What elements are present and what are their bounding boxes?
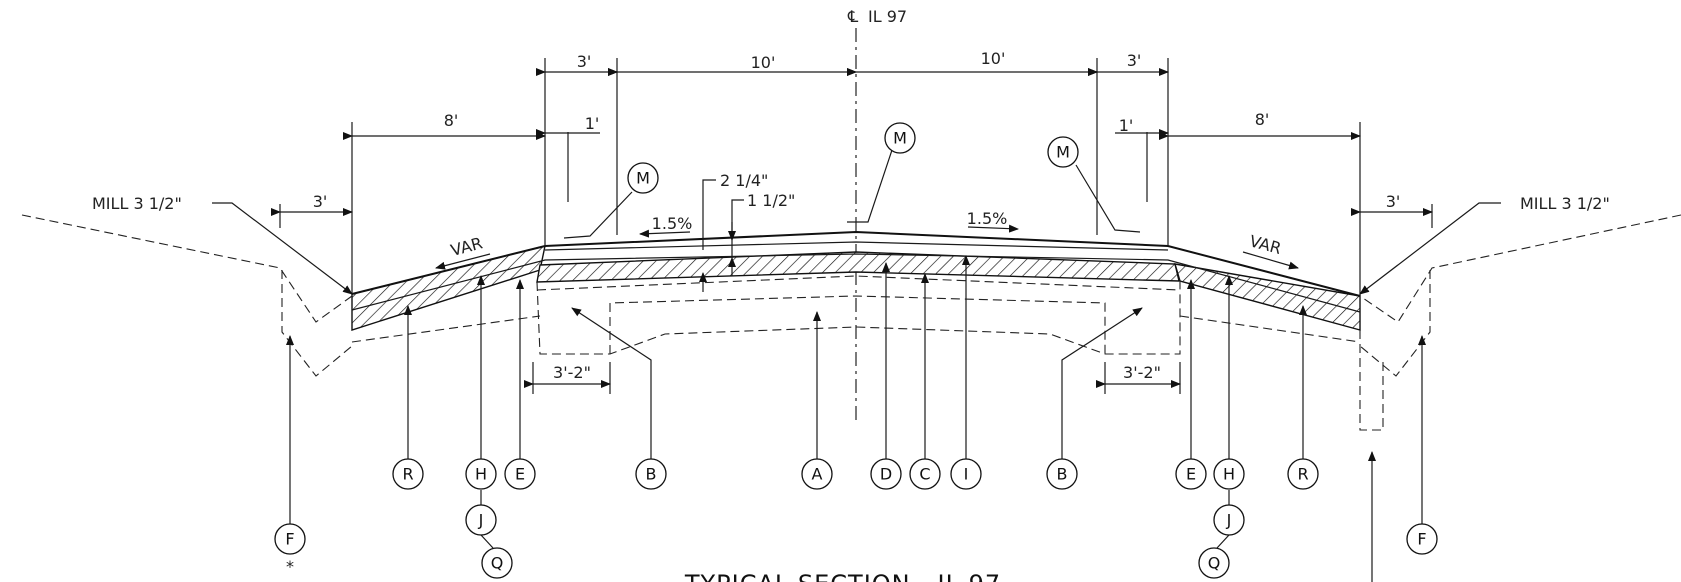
callout-h-left: H <box>465 458 497 490</box>
svg-text:F: F <box>285 530 294 549</box>
callout-j-right: J <box>1213 504 1245 536</box>
dim-ditch-right: 3' <box>1386 192 1401 211</box>
leader-lines <box>286 149 1426 582</box>
left-ditch-lower <box>281 270 353 377</box>
right-ground-line <box>1359 214 1681 323</box>
svg-text:M: M <box>1056 143 1070 162</box>
left-shoulder-hatch <box>351 245 546 331</box>
svg-text:M: M <box>636 169 650 188</box>
dim-lane-left: 10' <box>751 53 776 72</box>
callout-m3: M <box>1047 136 1079 168</box>
svg-text:Q: Q <box>1208 554 1221 573</box>
right-subbase <box>1179 315 1361 343</box>
svg-text:H: H <box>475 465 487 484</box>
callout-b-right: B <box>1046 458 1078 490</box>
callout-i: I <box>950 458 982 490</box>
dim-curb-right: 3'-2" <box>1123 363 1161 382</box>
callout-h-right: H <box>1213 458 1245 490</box>
right-ditch-lower <box>1359 270 1431 377</box>
pavement-section <box>21 214 1681 431</box>
dim-shoulder-left: 3' <box>577 52 592 71</box>
svg-text:J: J <box>1226 511 1232 530</box>
callout-e-right: E <box>1175 458 1207 490</box>
callout-b-left: B <box>635 458 667 490</box>
center-hatch-layer <box>536 251 1180 283</box>
mill-note-left: MILL 3 1/2" <box>92 194 182 213</box>
centerline-symbol: ℄ <box>847 7 859 26</box>
callout-r-left: R <box>392 458 424 490</box>
slope-left-shoulder: VAR <box>449 233 485 260</box>
callout-a: A <box>801 458 833 490</box>
svg-text:D: D <box>880 465 892 484</box>
callout-q-right: Q <box>1198 547 1230 579</box>
dimension-lines <box>271 58 1433 394</box>
centerline: ℄ IL 97 <box>847 7 907 425</box>
svg-text:A: A <box>812 465 823 484</box>
right-shoulder-hatch <box>1174 263 1361 331</box>
svg-text:E: E <box>1186 465 1196 484</box>
callout-m2: M <box>884 122 916 154</box>
asterisk-note: * <box>286 557 294 576</box>
svg-text:C: C <box>919 465 930 484</box>
slope-left-lane: 1.5% <box>652 214 693 233</box>
dimension-text: 3' 10' 10' 3' 8' 8' 1' 1' 3' 3' 2 1/4" 1… <box>313 49 1401 382</box>
svg-text:R: R <box>402 465 413 484</box>
base-line <box>536 275 1181 291</box>
svg-text:I: I <box>964 465 969 484</box>
mill-note-right: MILL 3 1/2" <box>1520 194 1610 213</box>
slope-right-lane: 1.5% <box>967 209 1008 228</box>
dim-lane-right: 10' <box>981 49 1006 68</box>
subgrade-outline <box>536 281 1181 355</box>
dim-shoulder-right: 3' <box>1127 51 1142 70</box>
svg-text:E: E <box>515 465 525 484</box>
callout-e-left: E <box>504 458 536 490</box>
left-ground-line <box>21 214 353 323</box>
dim-ditch-left: 3' <box>313 192 328 211</box>
mill-notes: MILL 3 1/2" MILL 3 1/2" <box>92 194 1610 295</box>
callout-j-left: J <box>465 504 497 536</box>
callout-f-left: F <box>274 523 306 555</box>
dim-outer-right: 8' <box>1255 110 1270 129</box>
dim-depth-surface: 2 1/4" <box>720 171 768 190</box>
surface-course <box>544 241 1169 251</box>
svg-text:R: R <box>1297 465 1308 484</box>
svg-text:M: M <box>893 129 907 148</box>
dim-depth-binder: 1 1/2" <box>747 191 795 210</box>
callout-q-left: Q <box>481 547 513 579</box>
left-subbase <box>351 315 541 343</box>
slope-right-shoulder: VAR <box>1248 231 1284 258</box>
svg-text:H: H <box>1223 465 1235 484</box>
section-title: TYPICAL SECTION - IL 97 <box>684 570 1001 582</box>
dim-outer-left: 8' <box>444 111 459 130</box>
dim-curb-left: 3'-2" <box>553 363 591 382</box>
svg-text:B: B <box>1057 465 1068 484</box>
svg-text:J: J <box>478 511 484 530</box>
callout-m1: M <box>627 162 659 194</box>
callout-d: D <box>870 458 902 490</box>
right-underdrain <box>1359 330 1384 431</box>
svg-text:F: F <box>1417 530 1426 549</box>
dim-offset-left: 1' <box>585 114 600 133</box>
callout-f-right: F <box>1406 523 1438 555</box>
top-surface <box>351 230 1361 297</box>
centerline-label: IL 97 <box>868 7 907 26</box>
dim-offset-right: 1' <box>1119 116 1134 135</box>
aggregate-base <box>609 295 1106 354</box>
svg-text:Q: Q <box>491 554 504 573</box>
callout-c: C <box>909 458 941 490</box>
svg-text:B: B <box>646 465 657 484</box>
callout-r-right: R <box>1287 458 1319 490</box>
